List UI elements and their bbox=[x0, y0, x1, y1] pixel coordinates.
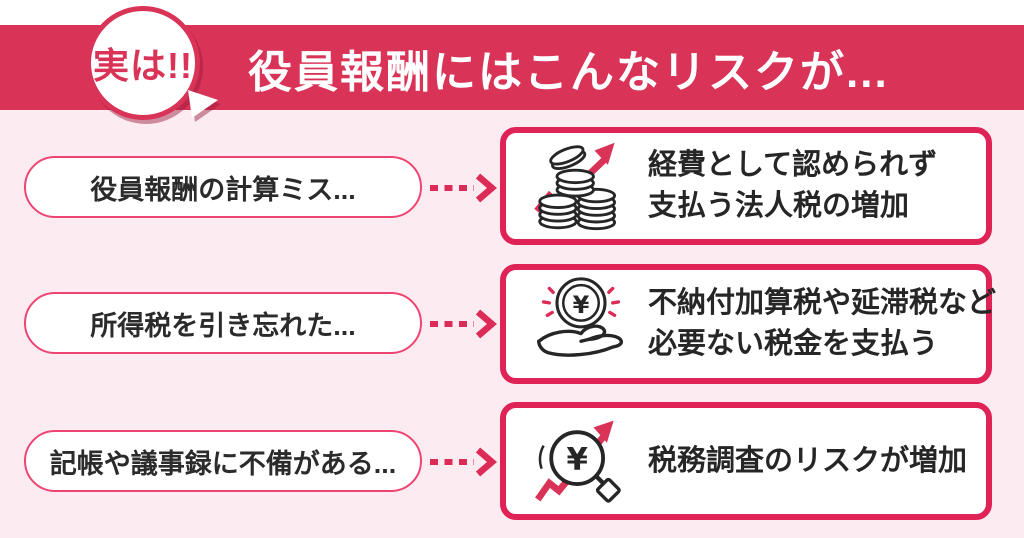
page-title: 役員報酬にはこんなリスクが... bbox=[248, 47, 889, 97]
risk-card-icon-box bbox=[526, 138, 636, 234]
effect-line: 経費として認められず bbox=[648, 149, 938, 181]
magnifier-yen-icon: ¥ bbox=[535, 420, 621, 503]
risk-card-2: ¥ 不納付加算税や延滞税など 必要ない税金を支払う bbox=[500, 264, 996, 384]
effect-line: 支払う法人税の増加 bbox=[648, 190, 910, 222]
effect-line: 税務調査のリスクが増加 bbox=[648, 444, 968, 477]
risk-card-text: 税務調査のリスクが増加 bbox=[648, 441, 967, 482]
cause-pill-2: 所得税を引き忘れた... bbox=[24, 292, 422, 354]
speech-bubble-badge: 実は!! bbox=[86, 6, 236, 128]
speech-bubble-tail-icon bbox=[188, 90, 218, 118]
arrow-right-icon bbox=[430, 173, 497, 203]
hand-coin-icon: ¥ bbox=[537, 277, 623, 357]
effect-line: 不納付加算税や延滞税など bbox=[648, 287, 997, 319]
yen-symbol: ¥ bbox=[573, 291, 590, 319]
risk-card-3: ¥ 税務調査のリスクが増加 bbox=[500, 402, 992, 520]
cause-label: 所得税を引き忘れた... bbox=[90, 310, 356, 341]
arrow-right-icon bbox=[430, 309, 497, 339]
cause-label: 役員報酬の計算ミス... bbox=[90, 174, 356, 205]
risk-card-icon-box: ¥ bbox=[526, 413, 636, 509]
effect-line: 必要ない税金を支払う bbox=[648, 328, 939, 360]
speech-bubble: 実は!! bbox=[86, 6, 200, 120]
arrow-right-icon bbox=[430, 447, 497, 477]
yen-symbol: ¥ bbox=[566, 442, 588, 478]
cause-pill-1: 役員報酬の計算ミス... bbox=[24, 156, 422, 218]
risk-card-1: 経費として認められず 支払う法人税の増加 bbox=[500, 127, 992, 245]
risk-card-text: 経費として認められず 支払う法人税の増加 bbox=[648, 145, 937, 227]
cause-label: 記帳や議事録に不備がある... bbox=[49, 448, 397, 479]
risk-card-text: 不納付加算税や延滞税など 必要ない税金を支払う bbox=[648, 283, 996, 365]
risk-card-icon-box: ¥ bbox=[526, 276, 636, 372]
badge-label: 実は!! bbox=[93, 45, 193, 86]
coins-up-icon bbox=[534, 142, 617, 231]
cause-pill-3: 記帳や議事録に不備がある... bbox=[24, 430, 422, 492]
